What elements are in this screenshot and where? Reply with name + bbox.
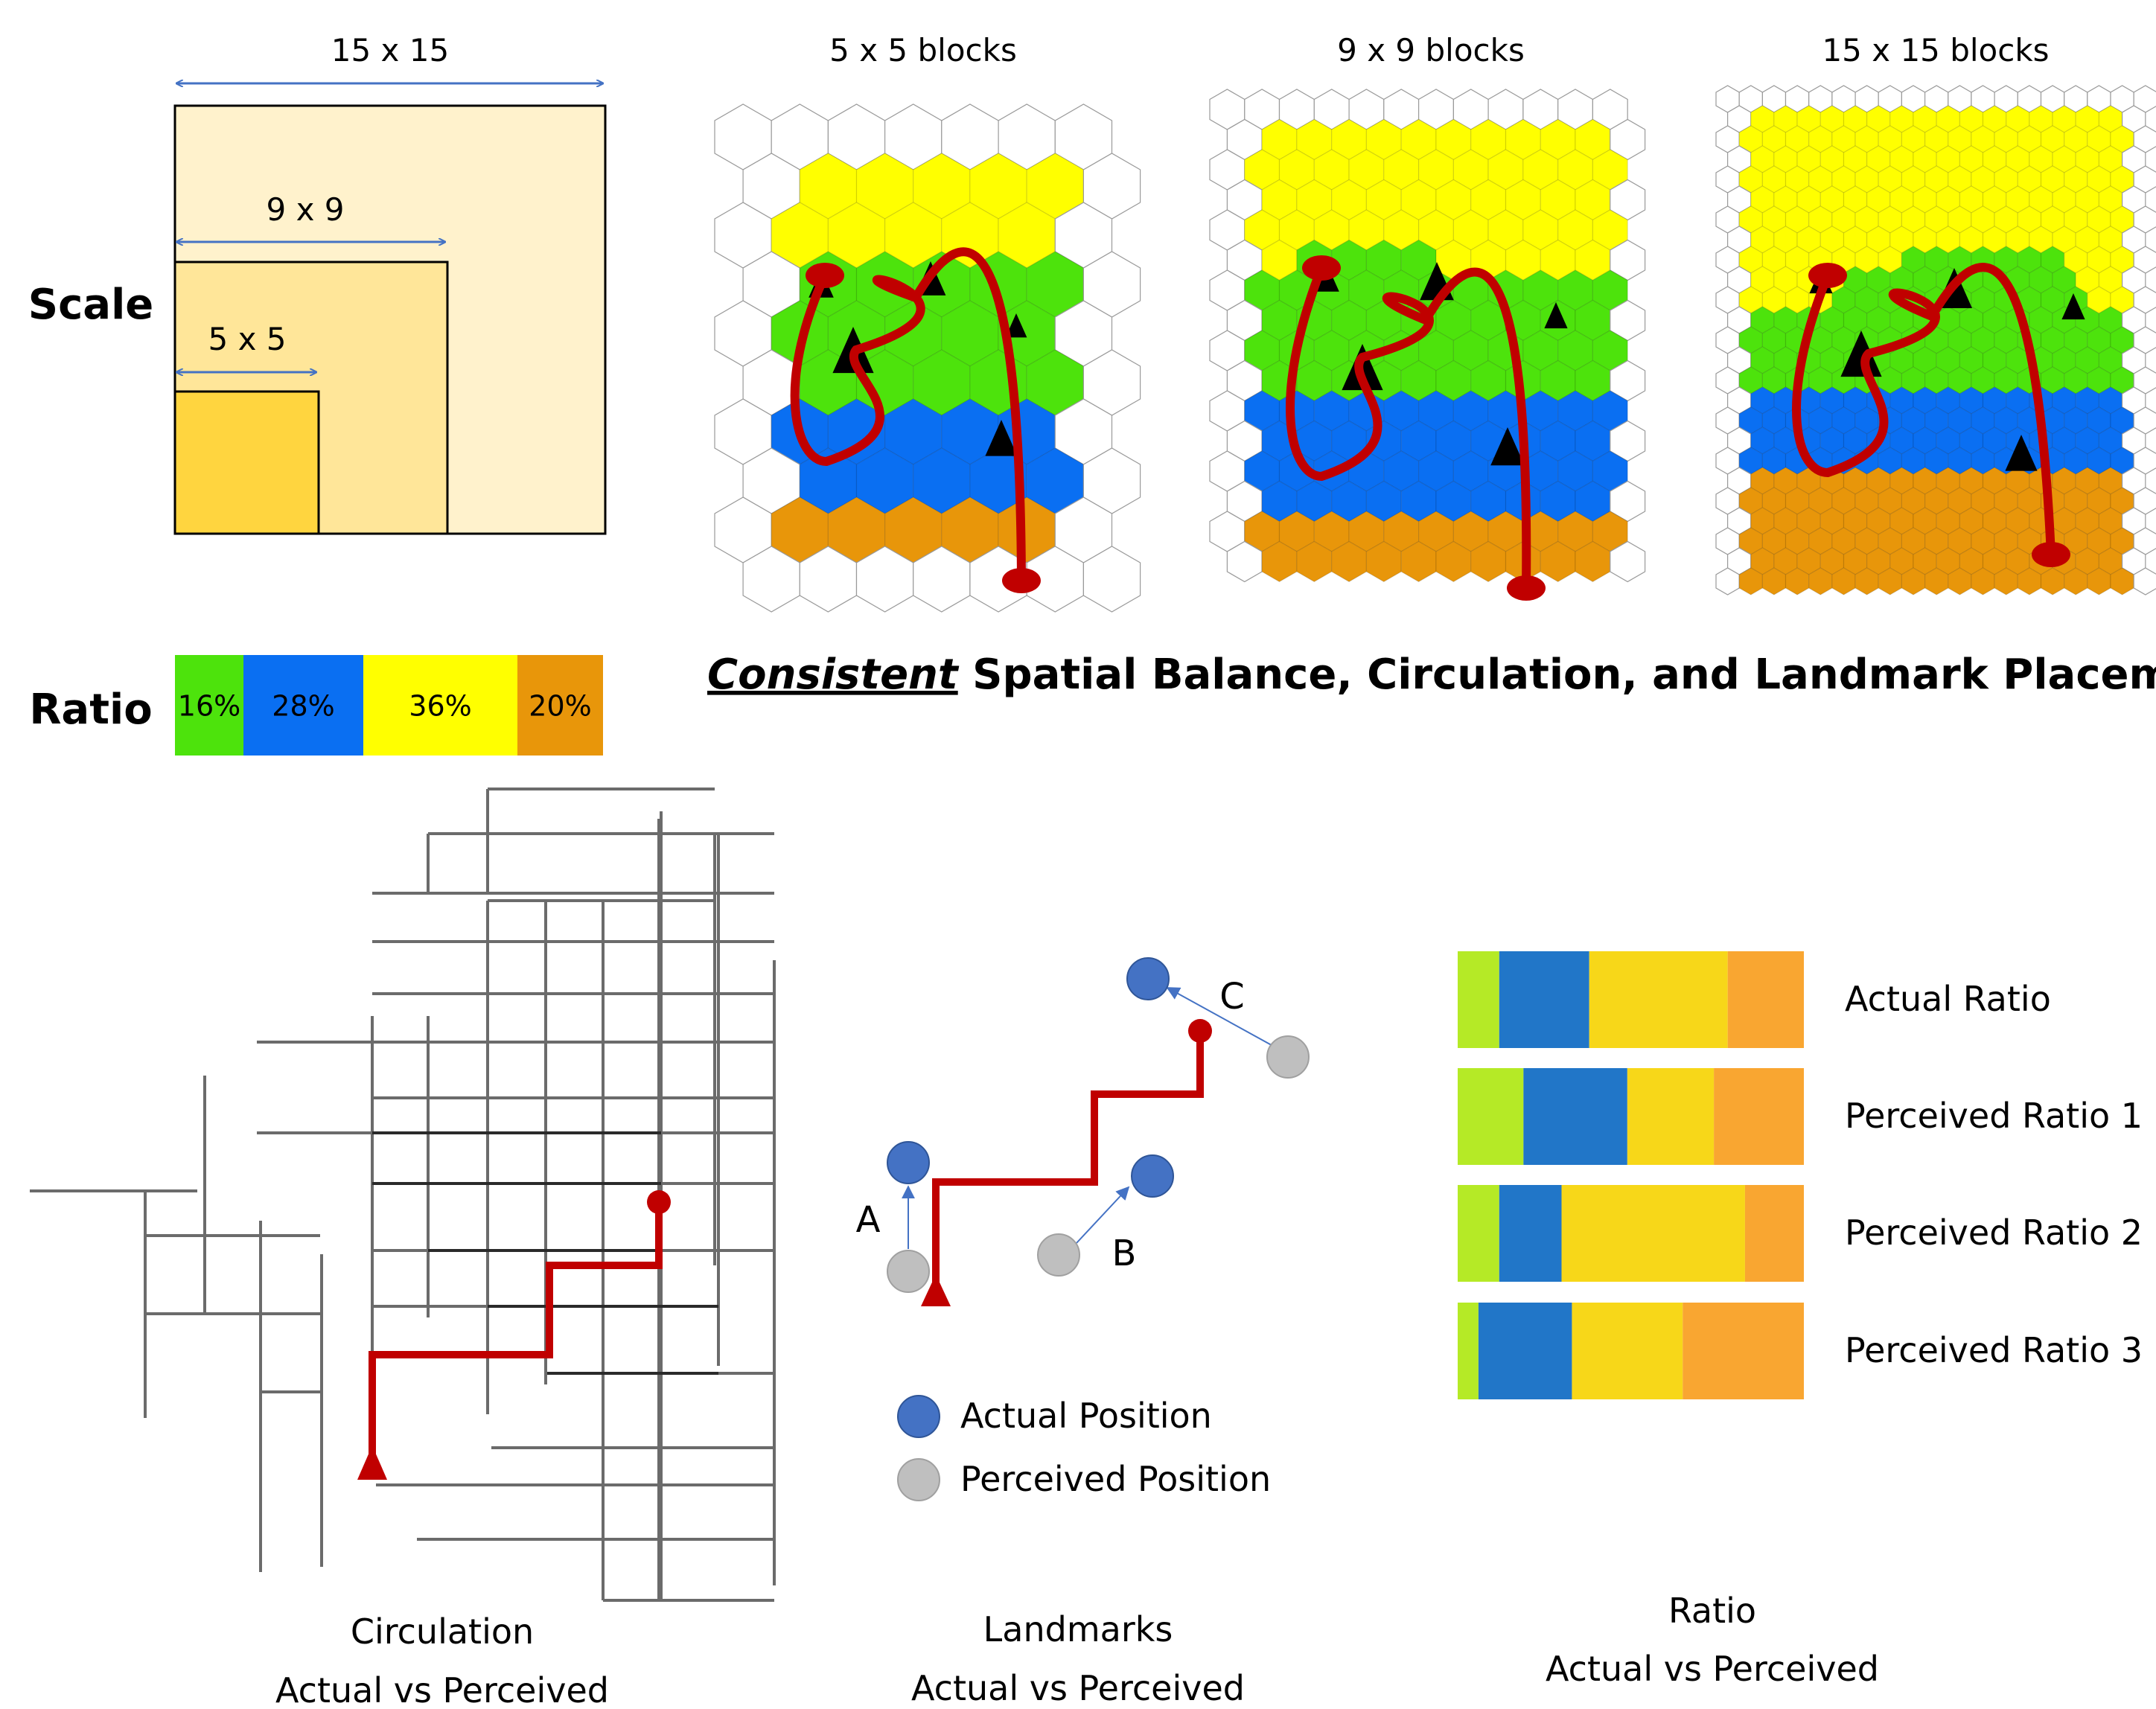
ratio-segment <box>517 655 603 756</box>
ratio-rows <box>1458 951 1804 1399</box>
path-endpoint <box>1507 575 1546 601</box>
circulation-path <box>369 1202 663 1459</box>
ratio-segment <box>175 655 243 756</box>
landmark-path <box>932 1031 1204 1284</box>
circulation-panel: Circulation Actual vs Perceived <box>30 788 776 1709</box>
landmark-triangle <box>1005 313 1027 338</box>
scale-square-5 <box>173 390 320 535</box>
map-title-5: 5 x 5 blocks <box>829 32 1017 68</box>
map-title-9: 9 x 9 blocks <box>1337 32 1525 68</box>
path-endpoint <box>2032 542 2070 567</box>
map-path <box>1792 263 2055 559</box>
map-path <box>1286 263 1531 592</box>
ratio-caption-2: Actual vs Perceived <box>1546 1649 1879 1689</box>
ratio-heading: Ratio <box>29 686 152 734</box>
headline: Consistent Spatial Balance, Circulation,… <box>707 651 2156 699</box>
ratio-segment-label: 16% <box>178 690 240 723</box>
ratio-compare-segment <box>1561 1185 1745 1282</box>
landmark-label-c: C <box>1219 976 1245 1018</box>
landmark-triangle <box>1840 330 1882 377</box>
landmarks-caption-2: Actual vs Perceived <box>911 1668 1245 1708</box>
landmark-arrow-c <box>1166 987 1278 1049</box>
path-endpoint <box>1808 263 1847 288</box>
legend-actual-swatch <box>897 1395 940 1438</box>
landmark-label-a: A <box>856 1199 881 1241</box>
landmark-triangle <box>2005 435 2038 471</box>
landmark-start-marker <box>921 1274 951 1306</box>
ratio-compare-segment <box>1683 1303 1804 1399</box>
map-title-15: 15 x 15 blocks <box>1822 32 2049 68</box>
ratio-compare-segment <box>1523 1068 1627 1165</box>
hex-maps: 5 x 5 blocks 9 x 9 blocks 15 x 15 blocks <box>714 32 2156 613</box>
ratio-compare-segment <box>1572 1303 1683 1399</box>
path-endpoint <box>1002 568 1041 593</box>
landmarks-panel: A B C Actual Position Perceived Position… <box>856 957 1310 1708</box>
landmark-end-marker <box>1188 1019 1212 1043</box>
scale-label-15: 15 x 15 <box>331 32 449 68</box>
ratio-compare-segment <box>1478 1303 1572 1399</box>
ratio-compare-segment <box>1499 1185 1562 1282</box>
landmark-b-actual <box>1131 1154 1174 1198</box>
ratio-compare-segment <box>1727 951 1804 1048</box>
hex-map-5x5 <box>714 103 1141 613</box>
landmark-c-perceived <box>1266 1035 1310 1079</box>
circulation-caption-1: Circulation <box>351 1611 534 1652</box>
landmark-label-b: B <box>1112 1233 1137 1274</box>
hex-cell <box>1082 546 1141 613</box>
ratio-bar: 16% 28% 36% 20% <box>175 655 603 756</box>
ratio-compare-segment <box>1714 1068 1804 1165</box>
circulation-end-marker <box>647 1190 671 1214</box>
ratio-compare-segment <box>1458 1185 1499 1282</box>
hex-map-9x9 <box>1209 89 1646 601</box>
ratio-caption-1: Ratio <box>1668 1591 1756 1631</box>
ratio-comparison-panel: Actual Ratio Perceived Ratio 1 Perceived… <box>1458 951 2143 1689</box>
landmark-a-actual <box>887 1141 930 1184</box>
ratio-segment-label: 28% <box>272 690 334 723</box>
legend-actual-label: Actual Position <box>960 1396 1212 1436</box>
landmark-triangle <box>985 420 1018 456</box>
legend-perceived-label: Perceived Position <box>960 1459 1271 1499</box>
landmark-triangle <box>1544 302 1568 329</box>
map-path <box>790 247 1026 585</box>
ratio-row-label-3: Perceived Ratio 3 <box>1845 1330 2143 1370</box>
ratio-row-label-1: Perceived Ratio 1 <box>1845 1096 2143 1136</box>
ratio-compare-segment <box>1458 951 1499 1048</box>
ratio-row-label-2: Perceived Ratio 2 <box>1845 1213 2143 1253</box>
landmark-b-perceived <box>1037 1233 1080 1277</box>
ratio-compare-segment <box>1744 1185 1804 1282</box>
ratio-compare-segment <box>1458 1303 1479 1399</box>
landmark-arrow-b <box>1076 1186 1130 1244</box>
ratio-compare-segment <box>1458 1068 1524 1165</box>
landmark-c-actual <box>1126 957 1170 1000</box>
landmark-a-perceived <box>887 1250 930 1293</box>
ratio-segment <box>243 655 363 756</box>
headline-rest: Spatial Balance, Circulation, and Landma… <box>958 651 2156 699</box>
headline-emphasis: Consistent <box>707 651 960 699</box>
landmark-triangle <box>1490 427 1525 466</box>
hex-map-15x15 <box>1715 85 2156 595</box>
path-endpoint <box>806 263 844 288</box>
ratio-compare-segment <box>1627 1068 1715 1165</box>
path-endpoint <box>1302 255 1341 281</box>
ratio-segment <box>363 655 517 756</box>
legend-perceived-swatch <box>897 1458 940 1501</box>
ratio-compare-segment <box>1499 951 1589 1048</box>
circulation-start-marker <box>357 1446 387 1480</box>
ratio-segment-label: 20% <box>529 690 591 723</box>
scale-panel: Scale 15 x 15 9 x 9 5 x 5 <box>28 32 607 535</box>
scale-label-9: 9 x 9 <box>267 191 345 228</box>
scale-label-5: 5 x 5 <box>208 321 287 357</box>
scale-heading: Scale <box>28 281 154 329</box>
ratio-segment-label: 36% <box>409 690 471 723</box>
ratio-legend: Ratio 16% 28% 36% 20% <box>29 655 603 756</box>
circulation-maze <box>30 788 776 1602</box>
hex-cell <box>2133 567 2156 595</box>
hex-cell <box>1610 540 1646 583</box>
landmark-triangle <box>2061 293 2085 320</box>
ratio-compare-segment <box>1589 951 1728 1048</box>
ratio-row-label-0: Actual Ratio <box>1845 979 2051 1019</box>
landmarks-caption-1: Landmarks <box>983 1609 1173 1649</box>
circulation-caption-2: Actual vs Perceived <box>275 1670 609 1709</box>
